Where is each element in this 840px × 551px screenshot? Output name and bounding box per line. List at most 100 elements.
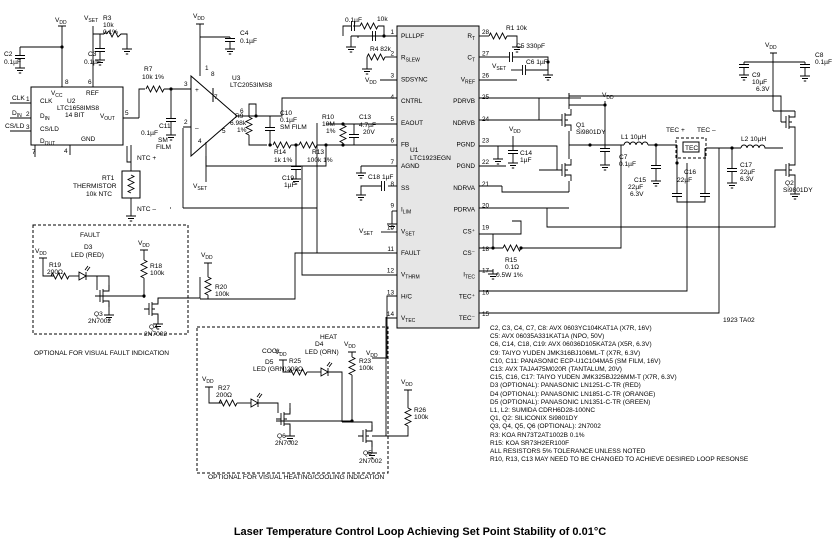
dac-u2: CLK DIN CS/LD DOUT VCC REF GND VOUT U2 L…: [5, 47, 139, 157]
u1-pin-number: 24: [482, 116, 490, 123]
u1-pin-number: 6: [390, 138, 394, 145]
u1-pin-number: 23: [482, 138, 490, 145]
u1-pin-label: VREF: [461, 76, 475, 85]
u2-pin-ref: REF: [86, 90, 99, 97]
c9-ref: C9: [752, 72, 761, 79]
u2-pin-number: 4: [64, 148, 68, 155]
d4-ref: D4: [315, 341, 324, 348]
u2-pin-number: 3: [26, 124, 30, 131]
heat-cool-caption: OPTIONAL FOR VISUAL HEATING/COOLING INDI…: [208, 474, 384, 481]
r26-value: 100k: [414, 414, 429, 421]
r15-value: 0.1Ω: [505, 264, 519, 271]
u3-pin-number: 2: [184, 119, 188, 126]
c10-ref: C10: [280, 110, 292, 117]
parts-note: R3: KOA RN73T2AT1002B 0.1%: [490, 431, 585, 439]
q4-ref: Q4: [149, 324, 158, 331]
u3-pin-number: 6: [240, 108, 244, 115]
u3-pin-number: 8: [211, 71, 215, 78]
c4-ref: C4: [240, 30, 249, 37]
u1-pin-label: VTHRM: [401, 272, 420, 281]
u1-pin-label: FAULT: [401, 250, 421, 257]
r3-ref: R3: [103, 15, 112, 22]
u2-support-parts: VDD C2 0.1µF VSET C3 0.1µF R3 10k 0.1%: [4, 15, 133, 77]
r27-value: 200Ω: [216, 392, 232, 399]
vdd-label: VDD: [35, 248, 47, 257]
q6-part: 2N7002: [275, 440, 298, 447]
u1-pin-label: TEC⁻: [459, 315, 475, 322]
d5-type: LED (GRN): [253, 366, 287, 373]
u1-pin-label: ITEC: [463, 272, 475, 281]
c15-ref: C15: [634, 177, 646, 184]
r9-ref: R9: [235, 113, 244, 120]
c19-value: 1µF: [284, 182, 296, 189]
u1-pin-label: AGND: [401, 163, 420, 170]
r25-ref: R25: [289, 358, 301, 365]
r7-ref: R7: [144, 66, 153, 73]
vdd-label: VDD: [275, 349, 287, 358]
c17-voltage: 6.3V: [740, 176, 754, 183]
u1-pin-label: ILIM: [401, 207, 411, 216]
q2-part: Si9801DY: [783, 187, 813, 194]
u3-pin-number: 7: [214, 94, 218, 101]
c10-value: 0.1µF: [280, 117, 297, 124]
u3-part: LTC2053IMS8: [230, 82, 272, 89]
u3-pin-number: 4: [198, 138, 202, 145]
u1-pin-label: H/C: [401, 293, 412, 300]
u1-pin-label: PGND: [457, 163, 476, 170]
svg-text:–: –: [195, 125, 199, 132]
c17-value: 22µF: [740, 169, 755, 176]
u2-pin-number: 6: [88, 79, 92, 86]
r20-value: 100k: [215, 291, 230, 298]
r4-label: R4 82k: [370, 46, 392, 53]
fault-indicator-section: FAULT D3 LED (RED) VDD R19 200Ω Q3 2N700…: [32, 224, 397, 357]
u2-pin-csld: CS/LD: [40, 126, 59, 133]
u1-pin-number: 8: [390, 181, 394, 188]
tec-minus-label: TEC –: [697, 127, 716, 134]
ntc-plus-label: NTC +: [137, 155, 156, 162]
c8-value: 0.1µF: [815, 59, 832, 66]
c18-label: C18 1µF: [368, 174, 393, 181]
controller-u1: PLLLPF1RSLEW2SDSYNC3CNTRL4EAOUT5FB6AGND7…: [387, 25, 490, 329]
c19-ref: C19: [282, 175, 294, 182]
q5-ref: Q5: [363, 450, 372, 457]
c6-label: C6 1µF: [526, 59, 548, 66]
u1-pin-label: PLLLPF: [401, 33, 424, 40]
parts-note: C15, C16, C17: TAIYO YUDEN JMK325BJ226MM…: [490, 374, 677, 382]
u2-pin-vcc: VCC: [51, 90, 63, 99]
current-sense-r15: R15 0.1Ω 0.5W 1%: [479, 145, 720, 314]
u1-pin-label: PDRVA: [454, 207, 476, 214]
c1-value: 0.1µF: [345, 17, 362, 24]
c7-ref: C7: [619, 154, 628, 161]
u1-pin-number: 11: [387, 246, 394, 253]
u1-right-parts: R1 10k C5 330pF VSET C6 1µF VDD C14 1µF: [479, 25, 569, 209]
tec-module: TEC TEC + TEC – C16 22µF L2 10µH C17 22µ…: [666, 127, 783, 203]
fault-title: FAULT: [80, 232, 100, 239]
rt1-ref: RT1: [102, 175, 115, 182]
q4-part: 2N7002: [144, 331, 167, 338]
c4-value: 0.1µF: [240, 38, 257, 45]
d3-type: LED (RED): [71, 252, 104, 259]
parts-note: D5 (OPTIONAL): PANASONIC LN1351-C-TR (GR…: [490, 398, 651, 406]
tec-label: TEC: [685, 145, 698, 152]
u1-ref: U1: [410, 147, 419, 154]
figure-id: 1923 TA02: [723, 317, 755, 324]
vdd-label: VDD: [365, 77, 377, 86]
l2-label: L2 10µH: [741, 136, 766, 143]
u1-pin-number: 14: [387, 311, 395, 318]
parts-note: D4 (OPTIONAL): PANASONIC LN1851-C-TR (OR…: [490, 390, 656, 398]
c16-value: 22µF: [677, 177, 692, 184]
c15-value: 22µF: [628, 184, 643, 191]
u1-pin-label: PDRVB: [453, 98, 475, 105]
u2-pin-number: 1: [26, 96, 30, 103]
vdd-label: VDD: [401, 379, 413, 388]
q3-ref: Q3: [94, 311, 103, 318]
q1-ref: Q1: [576, 122, 585, 129]
vdd-label: VDD: [55, 17, 67, 26]
u2-bits: 14 BIT: [65, 112, 84, 119]
u1-pin-label: VSET: [401, 228, 415, 237]
svg-text:+: +: [195, 87, 199, 94]
vdd-label: VDD: [366, 350, 378, 359]
u1-pin-number: 13: [387, 289, 395, 296]
parts-note: C6, C14, C18, C19: AVX 06036D105KAT2A (X…: [490, 341, 652, 349]
